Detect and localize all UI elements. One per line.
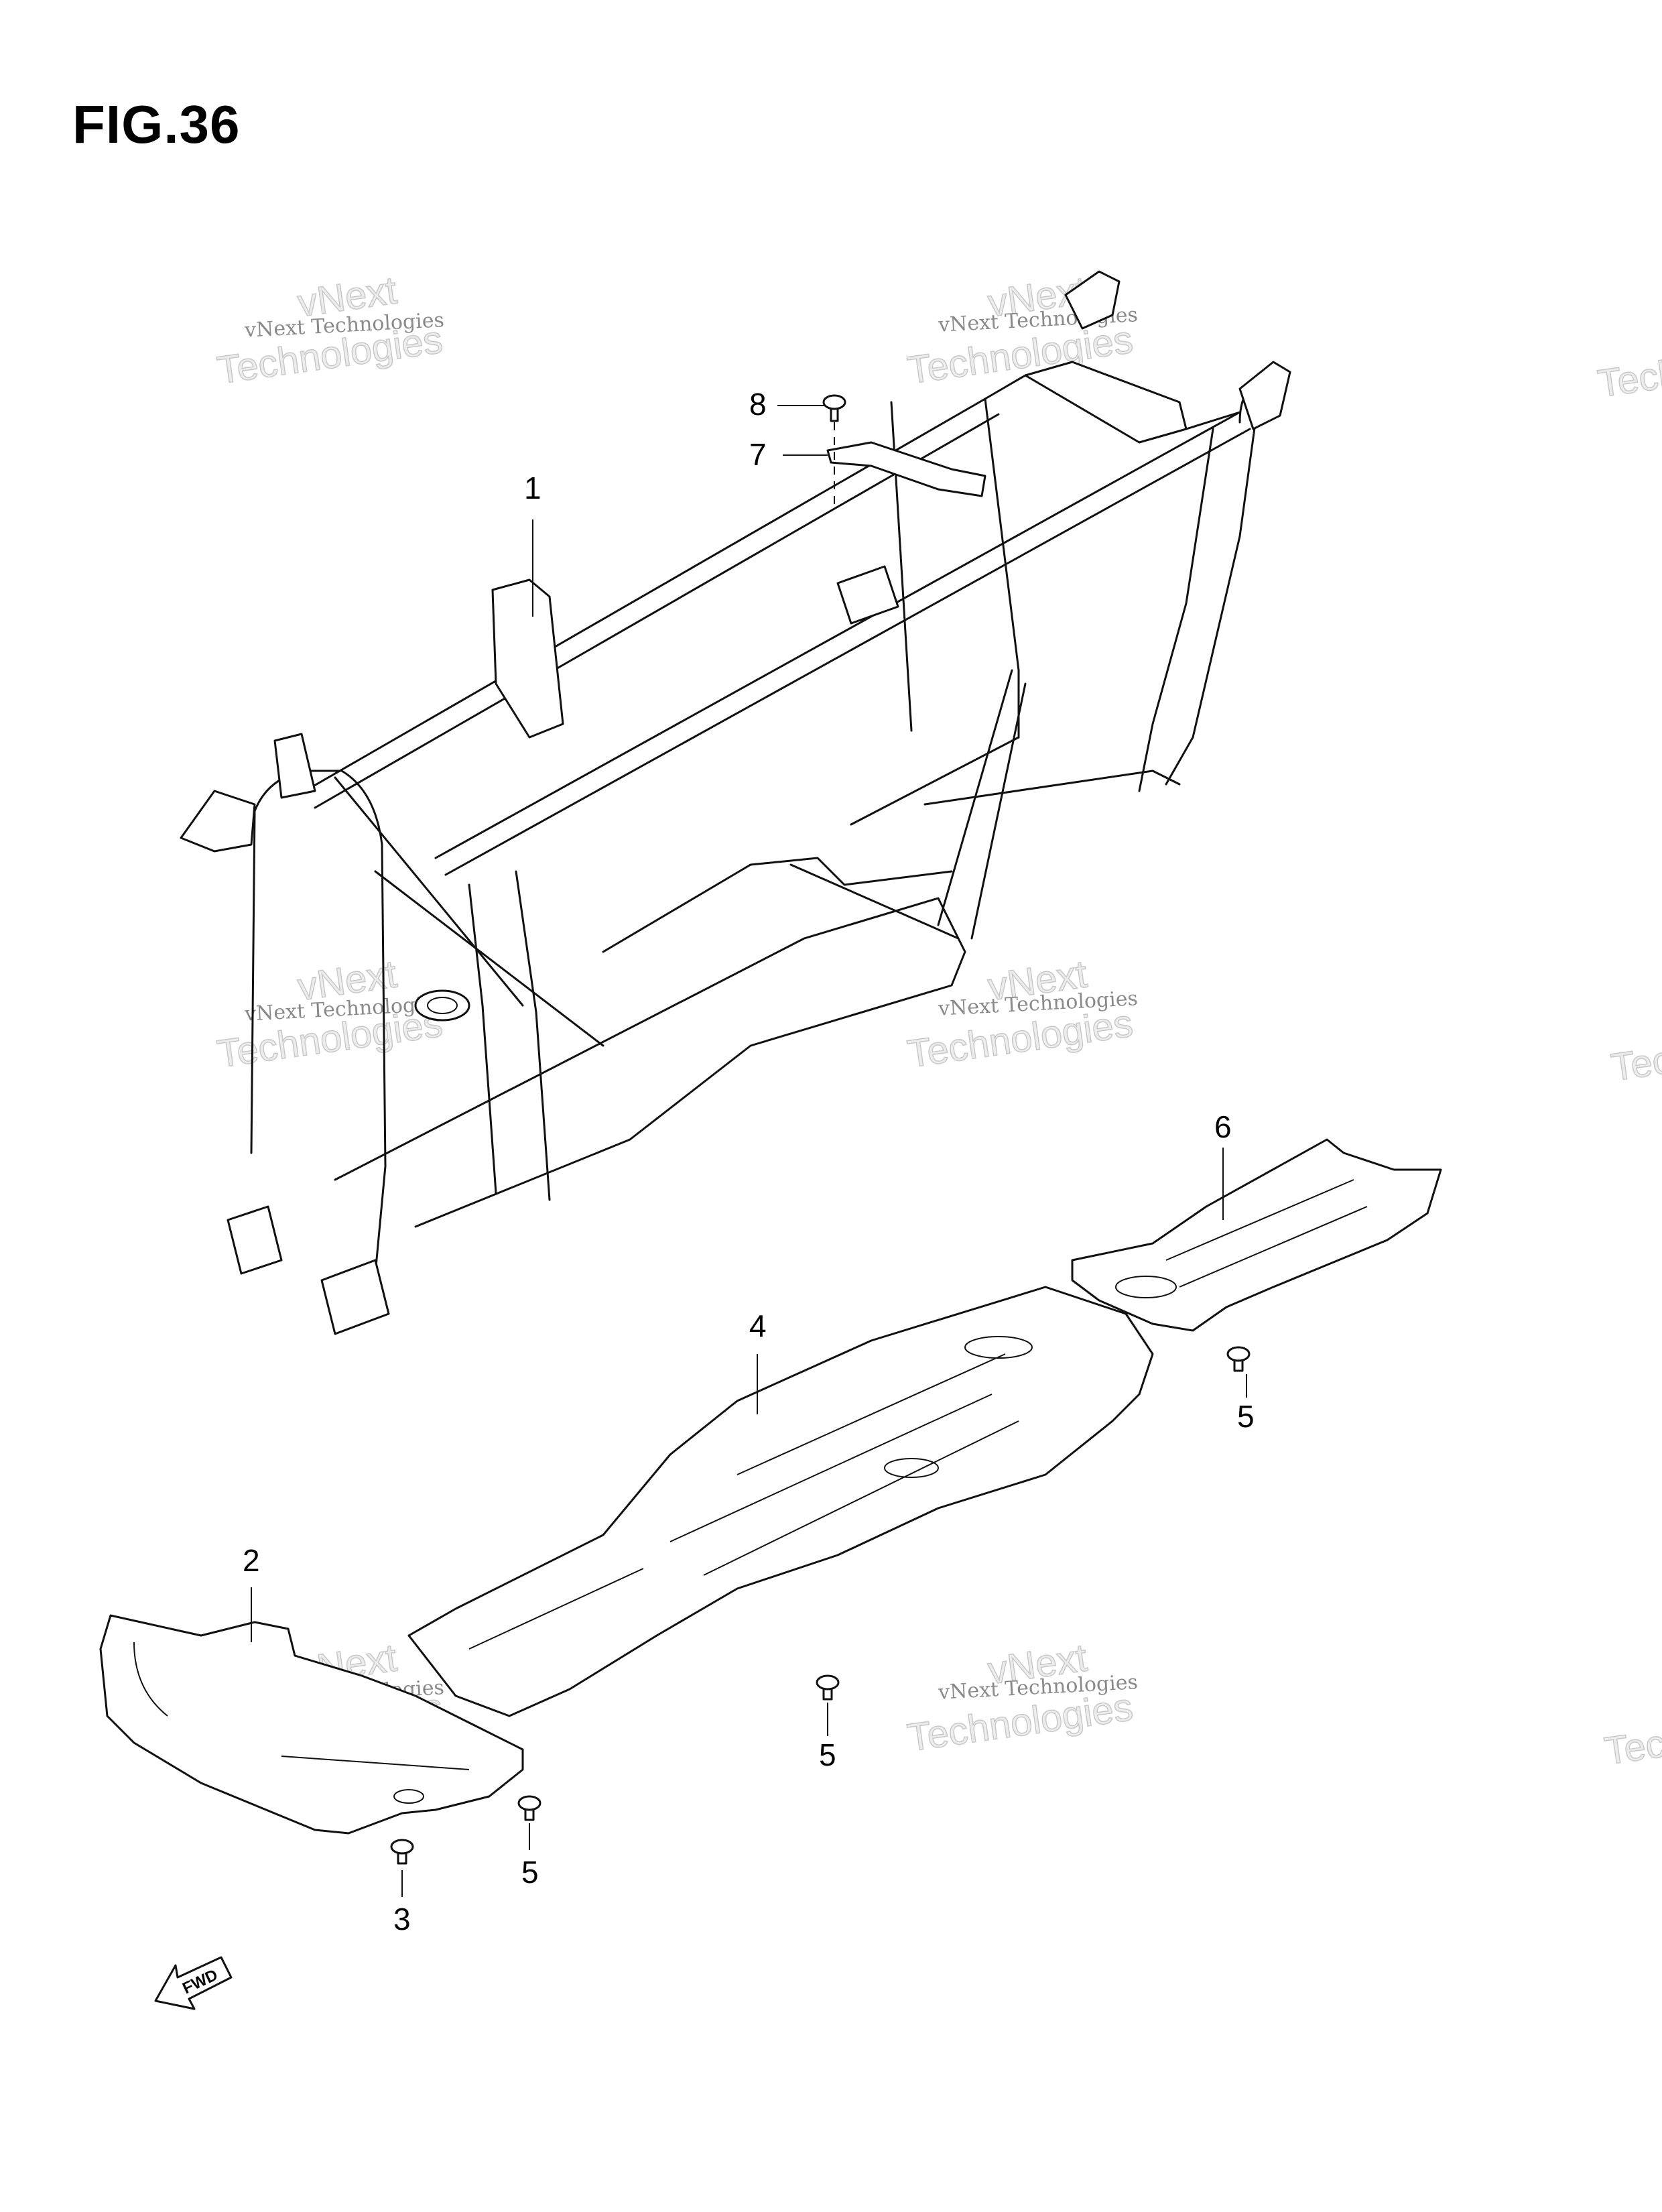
- fwd-arrow-icon: FWD: [154, 1956, 233, 2010]
- frame-front-foot: [320, 1259, 390, 1335]
- frame-front-left-down: [250, 810, 256, 1154]
- frame-seat-plate: [491, 578, 564, 739]
- frame-rear-diagonal-2: [970, 682, 1027, 940]
- callout-7: 7: [749, 437, 767, 472]
- part-6-slot: [1115, 1276, 1177, 1298]
- part-6-ribs: [1165, 1179, 1368, 1288]
- frame-front-loop: [253, 770, 387, 1168]
- frame-assembly: [180, 270, 1291, 1335]
- part-8-bolt: [822, 394, 846, 422]
- part-5-bolt-center: [816, 1674, 840, 1701]
- frame-lower-rail-left: [334, 897, 966, 1228]
- part-4-main-skid-plate: [407, 1286, 1154, 1717]
- frame-mid-post: [468, 883, 497, 1194]
- frame-front-bracket-left: [180, 790, 256, 853]
- frame-lower-tube: [789, 863, 960, 940]
- part-5-bolt-rear: [1226, 1346, 1251, 1372]
- part-3-bolt: [390, 1839, 414, 1865]
- part-5-bolt-front: [517, 1795, 541, 1821]
- part-4-ribs: [468, 1353, 1019, 1650]
- frame-front-bracket-top: [273, 733, 316, 799]
- part-2-ribs: [133, 1642, 470, 1770]
- callout-6: 6: [1214, 1109, 1232, 1144]
- frame-rear-bracket-right: [1238, 361, 1291, 430]
- frame-fuel-filler: [414, 989, 470, 1022]
- frame-rear-bracket-upper: [1064, 270, 1121, 330]
- frame-diagonal-brace: [334, 776, 524, 1007]
- frame-fuel-filler-inner: [427, 997, 458, 1014]
- callout-5c: 5: [1237, 1399, 1255, 1434]
- frame-upper-rail-right: [434, 411, 1241, 859]
- frame-front-right-down: [374, 1165, 387, 1275]
- part-4-drain-hole: [884, 1458, 939, 1478]
- part-6-rear-skid-plate: [1071, 1138, 1442, 1332]
- frame-rear-loop-inner: [1138, 428, 1214, 792]
- callout-3: 3: [393, 1902, 411, 1937]
- frame-lower-cross: [602, 857, 953, 953]
- part-4-slot: [964, 1336, 1033, 1359]
- frame-mid-post-2: [515, 870, 551, 1201]
- callout-5b: 5: [819, 1737, 836, 1772]
- frame-diagonal-brace-2: [374, 870, 604, 1047]
- callout-8: 8: [749, 387, 767, 422]
- frame-rear-lower-arm-2: [850, 736, 1020, 826]
- callout-1: 1: [524, 471, 541, 505]
- callout-5a: 5: [521, 1855, 539, 1890]
- part-2-hole: [393, 1789, 424, 1804]
- part-2-front-skid-plate: [99, 1614, 524, 1835]
- frame-rear-lower-arm: [923, 770, 1181, 806]
- frame-upper-rail-left-inner: [314, 413, 1000, 809]
- part-7-bracket: [826, 441, 986, 497]
- frame-rear-rack-plate: [1024, 361, 1188, 444]
- callout-2: 2: [243, 1543, 260, 1578]
- frame-upper-rail-right-inner: [444, 428, 1251, 876]
- figure-title: FIG.36: [72, 95, 241, 154]
- frame-front-foot-2: [227, 1205, 283, 1275]
- frame-rear-post: [984, 397, 1020, 739]
- callout-4: 4: [749, 1308, 767, 1343]
- frame-center-mount: [836, 565, 899, 625]
